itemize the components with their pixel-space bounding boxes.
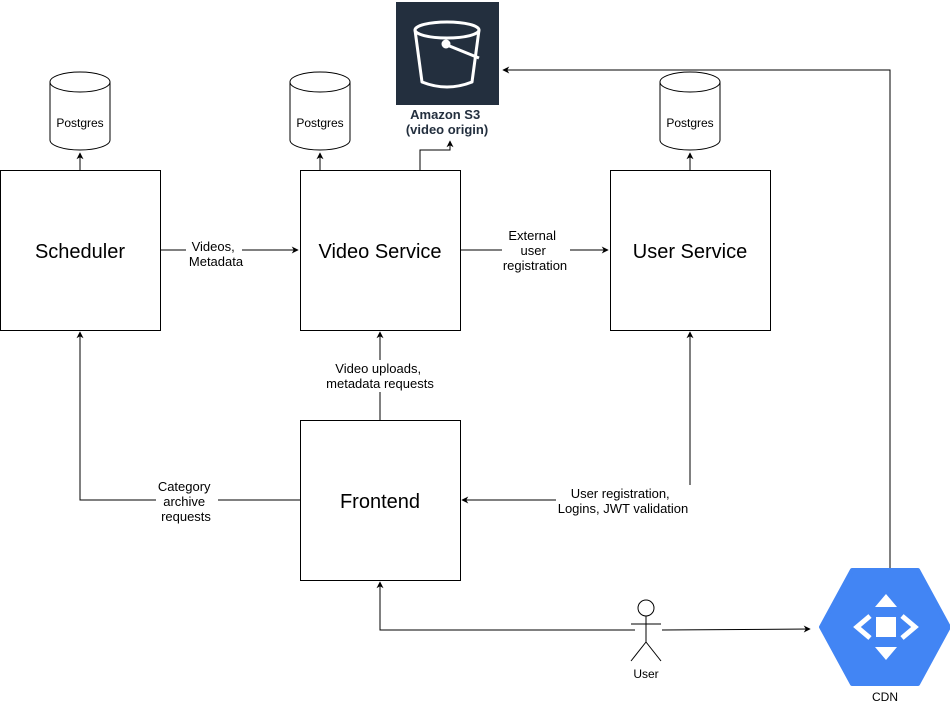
- user-actor-icon: [630, 599, 662, 662]
- edge-label-external-registration: External user registration: [503, 228, 567, 273]
- user-to-cdn-arrow: [661, 625, 811, 633]
- cdn-label: CDN: [872, 690, 898, 704]
- s3-node: Amazon S3 (video origin): [396, 2, 499, 137]
- database-icon: Postgres: [49, 71, 111, 151]
- s3-label: Amazon S3 (video origin): [406, 107, 488, 137]
- frontend-to-scheduler-arrow: [76, 331, 300, 501]
- edge-label-videos-metadata: Videos, Metadata: [189, 239, 244, 269]
- video-to-s3-arrow: [419, 140, 454, 170]
- frontend-user-service-arrow: [461, 331, 694, 504]
- scheduler-box: Scheduler: [0, 170, 161, 331]
- scheduler-db-label: Postgres: [56, 116, 103, 130]
- cdn-hexagon-icon: [819, 568, 950, 686]
- edge-label-video-uploads: Video uploads, metadata requests: [326, 361, 434, 391]
- database-icon: Postgres: [659, 71, 721, 151]
- user-service-label: User Service: [633, 241, 747, 263]
- video-service-label: Video Service: [318, 241, 441, 263]
- bucket-icon: [413, 20, 481, 89]
- edge-label-user-registration: User registration, Logins, JWT validatio…: [558, 486, 689, 516]
- frontend-label: Frontend: [340, 491, 420, 513]
- user-label: User: [633, 667, 658, 681]
- user-to-frontend-arrow: [376, 581, 635, 631]
- frontend-box: Frontend: [300, 420, 461, 581]
- edge-label-category-archive: Category archive requests: [158, 479, 214, 524]
- s3-tile: [396, 2, 499, 105]
- database-icon: Postgres: [289, 71, 351, 151]
- cdn-to-s3-arrow: [502, 66, 891, 573]
- scheduler-label: Scheduler: [35, 241, 125, 263]
- user-service-box: User Service: [610, 170, 771, 331]
- video-db-label: Postgres: [296, 116, 343, 130]
- video-service-box: Video Service: [300, 170, 461, 331]
- user-db-label: Postgres: [666, 116, 713, 130]
